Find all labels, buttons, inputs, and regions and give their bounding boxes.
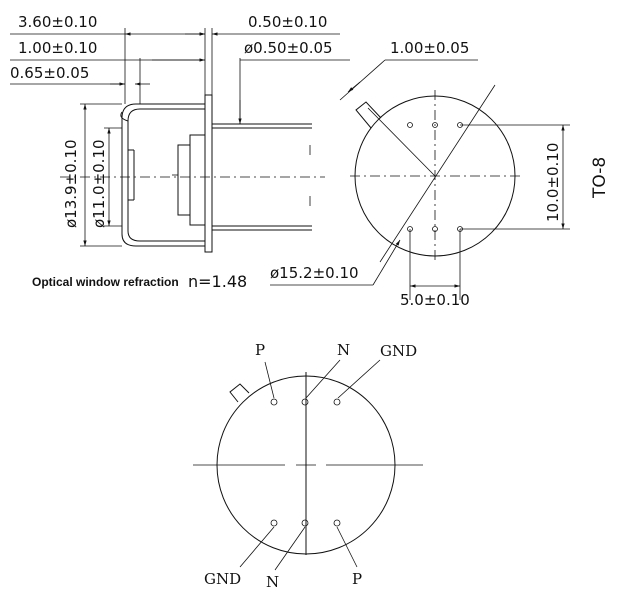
pin-bottom-p — [333, 519, 341, 527]
side-view: 3.60±0.10 0.50±0.10 1.00±0.10 0.65±0.05 … — [10, 13, 350, 253]
label-top-p: P — [255, 341, 265, 359]
dim-1-00-a: 1.00±0.10 — [18, 39, 97, 57]
dim-3-60: 3.60±0.10 — [18, 13, 97, 31]
orientation-tab — [355, 101, 382, 129]
pin-top-n — [301, 398, 309, 406]
pin-bottom-n — [301, 519, 309, 527]
refraction-index: n=1.48 — [188, 272, 247, 291]
label-top-gnd: GND — [380, 342, 417, 360]
label-bottom-p: P — [352, 570, 362, 588]
dim-15-2: ø15.2±0.10 — [270, 264, 359, 282]
optical-note: Optical window refraction n=1.48 — [32, 272, 247, 291]
dim-0-50: 0.50±0.10 — [248, 13, 327, 31]
dim-11-0: ø11.0±0.10 — [90, 139, 108, 228]
top-view: 1.00±0.05 10.0±0.10 TO-8 ø15.2±0.10 5.0±… — [270, 39, 610, 309]
dim-pin-diameter: ø0.50±0.05 — [244, 39, 333, 57]
label-bottom-n: N — [266, 573, 279, 591]
can-body — [121, 103, 205, 247]
pin-top-gnd — [333, 398, 341, 406]
flange-plate — [204, 94, 213, 253]
dim-0-65: 0.65±0.05 — [10, 64, 89, 82]
dim-5-0: 5.0±0.10 — [400, 291, 470, 309]
dim-10-0: 10.0±0.10 — [544, 143, 562, 222]
dim-13-9: ø13.9±0.10 — [62, 139, 80, 228]
pin-view: P N GND GND N P — [193, 341, 423, 591]
optical-note-text: Optical window refraction — [32, 275, 179, 289]
pin-top-p — [270, 398, 278, 406]
header-stem — [177, 144, 191, 216]
label-top-n: N — [337, 341, 350, 359]
package-label: TO-8 — [590, 157, 610, 199]
label-bottom-gnd: GND — [204, 570, 241, 588]
pin-bottom-gnd — [270, 519, 278, 527]
dim-1-00-b: 1.00±0.05 — [390, 39, 469, 57]
